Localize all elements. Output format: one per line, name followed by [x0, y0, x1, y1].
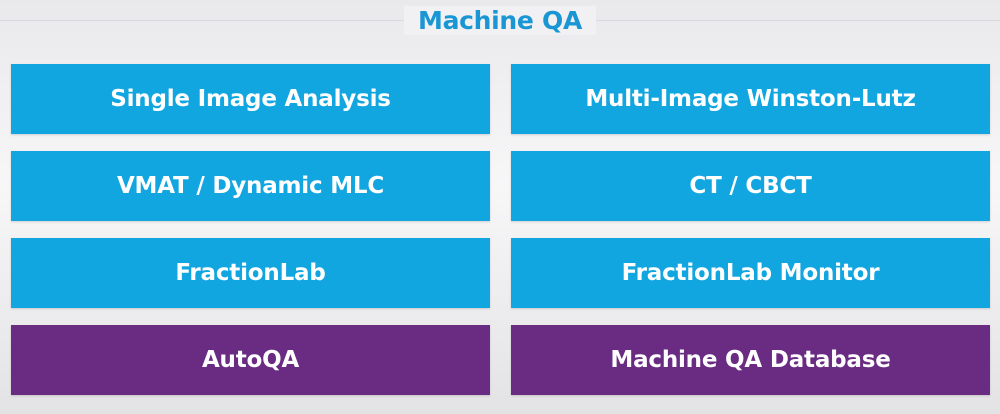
panel-title-text: Machine QA [404, 6, 596, 35]
tile-autoqa[interactable]: AutoQA [11, 325, 490, 395]
panel-title: Machine QA [0, 3, 1000, 39]
tile-ct-cbct[interactable]: CT / CBCT [511, 151, 990, 221]
tile-fractionlab[interactable]: FractionLab [11, 238, 490, 308]
tile-vmat-dynamic-mlc[interactable]: VMAT / Dynamic MLC [11, 151, 490, 221]
tile-machine-qa-database[interactable]: Machine QA Database [511, 325, 990, 395]
tile-multi-image-winston-lutz[interactable]: Multi-Image Winston-Lutz [511, 64, 990, 134]
tile-fractionlab-monitor[interactable]: FractionLab Monitor [511, 238, 990, 308]
tile-single-image-analysis[interactable]: Single Image Analysis [11, 64, 490, 134]
tile-grid: Single Image Analysis Multi-Image Winsto… [11, 64, 990, 395]
